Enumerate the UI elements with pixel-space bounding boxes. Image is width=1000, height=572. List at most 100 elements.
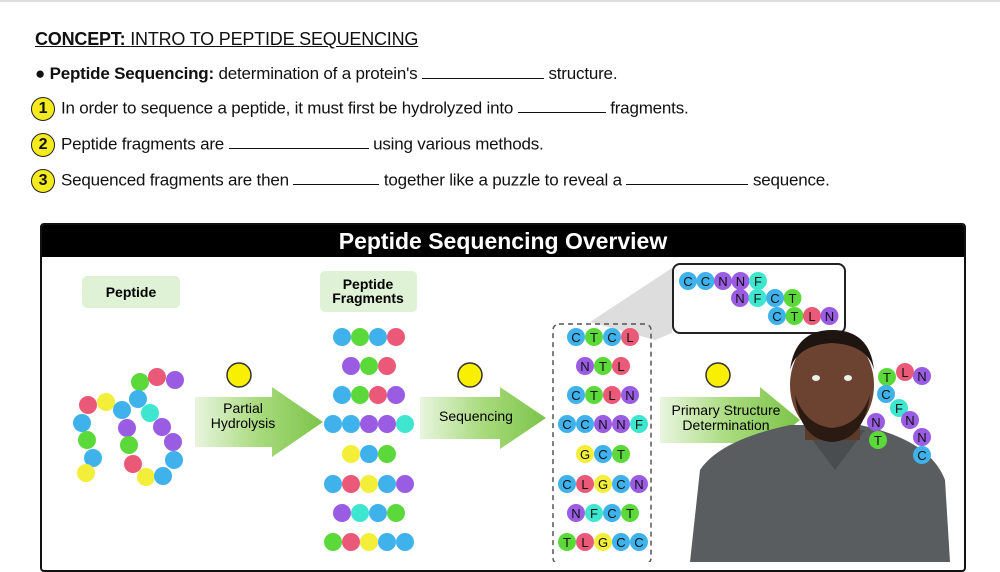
fragments-label-box xyxy=(320,271,417,312)
sequence-residue xyxy=(714,272,732,290)
sequence-residue xyxy=(785,307,804,325)
final-sequence-residue xyxy=(878,368,896,386)
residue-letter: N xyxy=(871,415,880,430)
peptide-bead xyxy=(118,419,136,437)
peptide-bead xyxy=(166,371,184,389)
sequence-residue xyxy=(594,475,612,493)
arrow-3-label-1: Primary Structure xyxy=(672,402,781,418)
sequence-residue xyxy=(612,357,630,375)
final-sequence-residue xyxy=(867,413,885,431)
fragment-bead xyxy=(360,445,378,463)
sequence-residue xyxy=(696,272,715,290)
peptide-bead xyxy=(79,396,97,414)
concept-heading: CONCEPT: INTRO TO PEPTIDE SEQUENCING xyxy=(35,29,418,50)
sequence-residue xyxy=(612,533,630,551)
peptide-bead xyxy=(165,451,183,469)
sequence-residue xyxy=(567,386,585,404)
peptide-bead xyxy=(153,418,171,436)
fragment-bead xyxy=(333,386,351,404)
zoom-wedge xyxy=(590,268,672,340)
sequence-residue xyxy=(783,289,802,307)
definition-after: structure. xyxy=(548,64,618,83)
sequence-residue xyxy=(585,386,603,404)
sequence-residue xyxy=(630,475,648,493)
final-sequence-residue xyxy=(901,411,919,429)
concept-title: INTRO TO PEPTIDE SEQUENCING xyxy=(130,29,419,49)
definition-term: Peptide Sequencing: xyxy=(49,64,215,83)
fragment-bead xyxy=(369,504,387,522)
peptide-bead xyxy=(129,390,147,408)
fragment-bead xyxy=(324,415,342,433)
peptide-bead xyxy=(137,468,155,486)
arrow-1-label-1: Partial xyxy=(223,400,263,416)
sequence-residue xyxy=(558,533,576,551)
fragments-label-1: Peptide xyxy=(343,276,394,292)
arrow-2-label: Sequencing xyxy=(439,408,513,424)
arrow-3-label-2: Determination xyxy=(682,417,769,433)
final-sequence-residue xyxy=(913,446,931,464)
sequence-residue xyxy=(820,307,839,325)
sequence-residue xyxy=(594,533,612,551)
sequence-residue xyxy=(748,289,767,307)
fragment-bead xyxy=(360,415,378,433)
residue-letter: N xyxy=(905,413,914,428)
sequence-residue xyxy=(612,475,630,493)
residue-letter: T xyxy=(874,433,882,448)
sequence-residue xyxy=(594,445,612,463)
sequence-residue xyxy=(803,307,821,325)
fragment-bead xyxy=(351,328,369,346)
sequence-residue xyxy=(731,289,749,307)
sequence-residue xyxy=(585,328,603,346)
panel-title: Peptide Sequencing Overview xyxy=(42,225,964,257)
residue-letter: C xyxy=(881,387,890,402)
sequence-residue xyxy=(749,272,767,290)
marker-dot xyxy=(705,362,731,388)
fragment-bead xyxy=(360,475,378,493)
fragment-bead xyxy=(387,328,405,346)
step-number-badge: 1 xyxy=(31,97,55,121)
residue-letter: N xyxy=(917,430,926,445)
fragment-bead xyxy=(378,475,396,493)
residue-letter: L xyxy=(901,365,908,380)
fragment-bead xyxy=(369,328,387,346)
top-divider xyxy=(0,0,1000,2)
fragment-bead xyxy=(396,415,414,433)
sequence-residue xyxy=(576,415,594,433)
residue-letter: C xyxy=(917,448,926,463)
bullet: ● xyxy=(35,64,46,83)
marker-dot xyxy=(457,362,483,388)
final-sequence-residue xyxy=(869,431,887,449)
sequenced-fragment-text: CLGCN xyxy=(562,477,643,492)
sequence-residue xyxy=(766,289,784,307)
fragment-bead xyxy=(360,533,378,551)
sequence-residue xyxy=(603,504,621,522)
fragment-bead xyxy=(342,357,360,375)
peptide-bead xyxy=(73,414,91,432)
concept-prefix: CONCEPT: xyxy=(35,29,126,49)
step-text: together like a puzzle to reveal a xyxy=(383,170,622,190)
definition-line: ● Peptide Sequencing: determination of a… xyxy=(35,64,618,84)
sequence-residue xyxy=(558,415,576,433)
fragment-bead xyxy=(378,445,396,463)
peptide-bead xyxy=(97,393,115,411)
fragment-bead xyxy=(396,533,414,551)
step-number-badge: 2 xyxy=(31,133,55,157)
fragment-bead xyxy=(396,475,414,493)
fragment-bead xyxy=(378,357,396,375)
fragment-bead xyxy=(324,533,342,551)
fragments-label-2: Fragments xyxy=(332,290,404,306)
sequence-residue xyxy=(621,328,639,346)
sequence-residue xyxy=(768,307,786,325)
peptide-bead xyxy=(154,467,172,485)
step-text: fragments. xyxy=(610,98,689,118)
sequenced-fragment-text: GCT xyxy=(580,447,625,462)
residue-letter: F xyxy=(895,401,903,416)
sequence-residue xyxy=(576,475,594,493)
overlap-row-text: CCNNF xyxy=(683,274,762,289)
presenter-video xyxy=(690,330,950,562)
fragment-bead xyxy=(351,386,369,404)
fragment-bead xyxy=(333,504,351,522)
blank xyxy=(421,64,544,79)
step-text: sequence. xyxy=(752,170,830,190)
